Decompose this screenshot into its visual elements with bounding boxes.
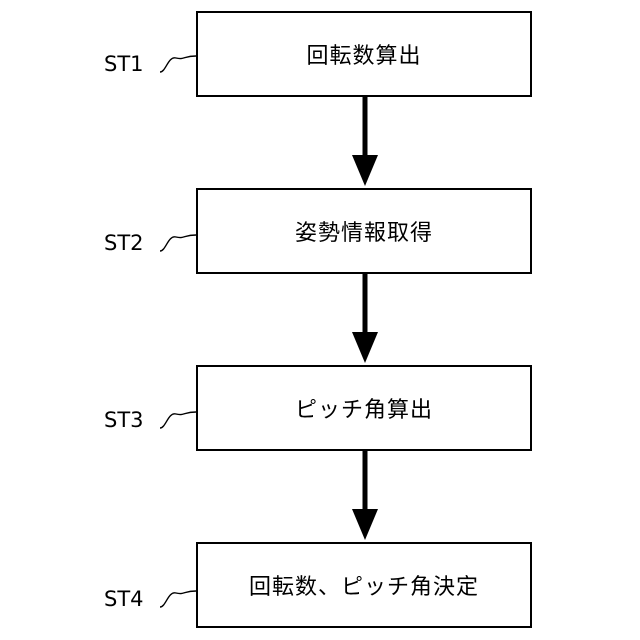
process-box-st4: 回転数、ピッチ角決定 — [196, 542, 532, 628]
process-box-st2: 姿勢情報取得 — [196, 188, 532, 274]
leader-line-st3 — [158, 408, 198, 432]
step-label-st2: ST2 — [104, 231, 144, 255]
arrow-st2-to-st3 — [347, 274, 383, 366]
leader-line-st1 — [158, 52, 198, 76]
process-box-st1: 回転数算出 — [196, 11, 532, 97]
step-label-st3: ST3 — [104, 408, 144, 432]
arrow-st3-to-st4 — [347, 451, 383, 543]
process-text-st2: 姿勢情報取得 — [295, 215, 433, 247]
process-text-st4: 回転数、ピッチ角決定 — [249, 569, 479, 601]
step-label-st4: ST4 — [104, 587, 144, 611]
leader-line-st2 — [158, 231, 198, 255]
process-box-st3: ピッチ角算出 — [196, 365, 532, 451]
process-text-st1: 回転数算出 — [306, 38, 421, 70]
process-text-st3: ピッチ角算出 — [295, 392, 433, 424]
step-label-st1: ST1 — [104, 52, 144, 76]
leader-line-st4 — [158, 587, 198, 611]
arrow-st1-to-st2 — [347, 97, 383, 189]
